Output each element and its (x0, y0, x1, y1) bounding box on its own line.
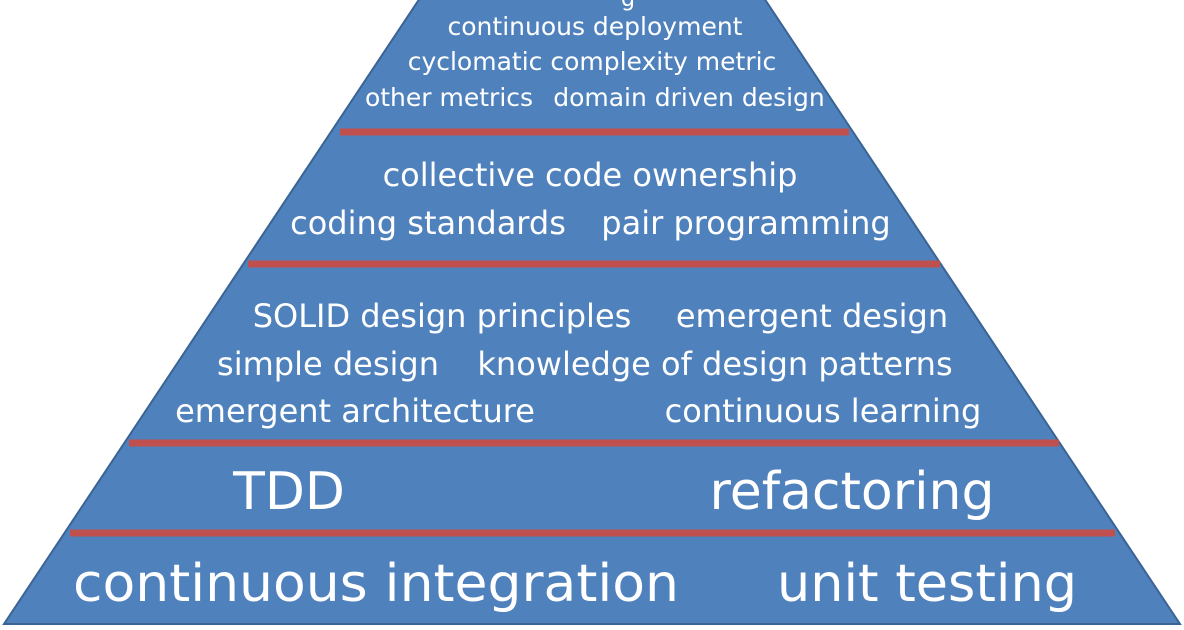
layer-item: simple design (217, 345, 439, 383)
layer-item: refactoring (710, 462, 995, 522)
layer-item: continuous deployment (448, 12, 743, 41)
layer-item: emergent design (676, 297, 948, 335)
layer-item: coding standards (290, 204, 566, 242)
layer-item: collective code ownership (383, 156, 798, 194)
layer-item: continuous learning (665, 392, 982, 430)
layer-item: other metrics (365, 83, 533, 112)
layer-tdd: TDD refactoring (232, 462, 994, 522)
layer-item: TDD (232, 462, 345, 522)
layer-practices: collective code ownership coding standar… (290, 156, 891, 242)
layer-item: domain driven design (553, 83, 825, 112)
cut-off-top-text: g (621, 0, 635, 12)
layer-item: emergent architecture (175, 392, 535, 430)
layer-top: continuous deployment cyclomatic complex… (365, 12, 825, 112)
layer-item: pair programming (601, 204, 890, 242)
layer-design: SOLID design principles emergent design … (175, 297, 981, 430)
layer-item: SOLID design principles (253, 297, 632, 335)
layer-item: knowledge of design patterns (477, 345, 952, 383)
layer-item: continuous integration (73, 554, 679, 614)
layer-item: unit testing (777, 554, 1077, 614)
layer-base: continuous integration unit testing (73, 554, 1077, 614)
layer-item: cyclomatic complexity metric (408, 47, 777, 76)
